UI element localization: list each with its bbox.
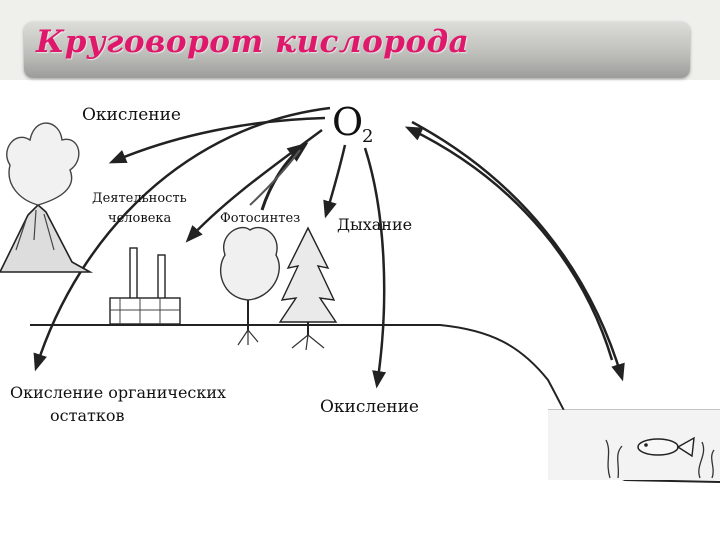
label-human-activity-1: Деятельность (92, 191, 187, 206)
arrow-respiration (323, 144, 347, 219)
arrow-to-volcano (108, 116, 326, 164)
label-organic-oxidation-2: остатков (50, 406, 124, 425)
label-oxidation-bottom: Окисление (320, 397, 419, 417)
water-plant-icon (605, 439, 715, 479)
volcano-icon (0, 122, 94, 273)
slide-title: Круговорот кислорода (36, 24, 470, 60)
label-human-activity-2: человека (108, 211, 172, 226)
label-organic-oxidation-1: Окисление органических (10, 383, 226, 402)
title-bar (24, 22, 690, 78)
oxygen-formula: O (332, 100, 363, 144)
arrow-oxidation-bottom (363, 147, 387, 389)
deciduous-tree-icon (220, 227, 280, 346)
water-body (548, 410, 720, 480)
label-photosynthesis: Фотосинтез (220, 211, 300, 226)
arrow-from-sea (404, 126, 614, 361)
fish-icon (637, 436, 695, 458)
oxygen-subscript: 2 (362, 126, 373, 147)
spruce-tree-icon (278, 226, 338, 351)
arrow-to-sea (411, 120, 625, 382)
label-oxidation-left: Окисление (82, 105, 181, 125)
factory-icon (109, 247, 181, 325)
arrow-photosynthesis-up (260, 142, 309, 211)
label-respiration: Дыхание (337, 215, 412, 234)
arrow-photosynthesis-down (249, 149, 301, 206)
arrow-organic-oxidation (33, 106, 331, 372)
